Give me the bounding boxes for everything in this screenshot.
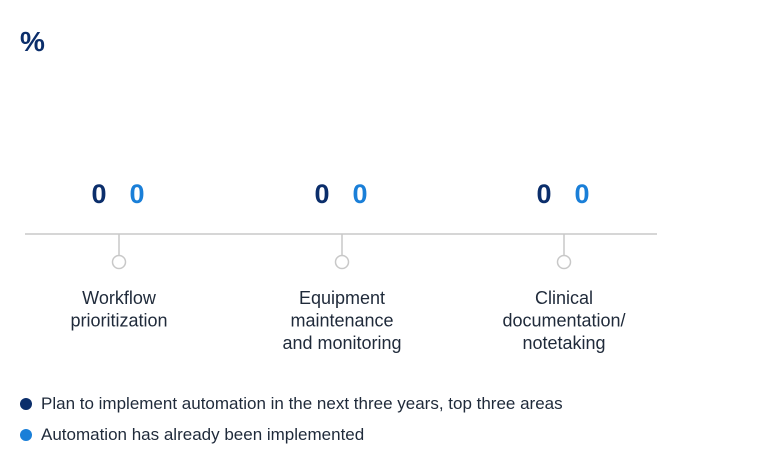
unit-label: % [20,26,45,57]
value-label-implemented-1: 0 [352,179,367,209]
value-label-plan-0: 0 [91,179,106,209]
value-label-plan-1: 0 [314,179,329,209]
legend-dot-implemented [20,428,32,441]
category-label-0: Workflow prioritization [70,288,167,331]
axis-marker-1 [334,254,350,270]
category-label-line: notetaking [522,333,605,353]
category-label-line: documentation/ [502,311,625,331]
category-label-2: Clinical documentation/notetaking [502,288,625,353]
legend-label-plan: Plan to implement automation in the next… [41,393,563,413]
axis-marker-0 [111,254,127,270]
value-label-plan-2: 0 [536,179,551,209]
legend: Plan to implement automation in the next… [20,388,563,450]
legend-item-implemented: Automation has already been implemented [20,419,563,450]
category-label-line: Equipment [299,288,385,308]
category-label-line: prioritization [70,311,167,331]
category-label-line: maintenance [290,311,393,331]
value-label-implemented-0: 0 [129,179,144,209]
axis-marker-2 [556,254,572,270]
legend-dot-plan [20,397,32,410]
legend-label-implemented: Automation has already been implemented [41,424,365,444]
category-label-line: Workflow [82,288,157,308]
legend-item-plan: Plan to implement automation in the next… [20,388,563,419]
value-label-implemented-2: 0 [574,179,589,209]
category-label-line: Clinical [535,288,593,308]
category-label-line: and monitoring [282,333,401,353]
